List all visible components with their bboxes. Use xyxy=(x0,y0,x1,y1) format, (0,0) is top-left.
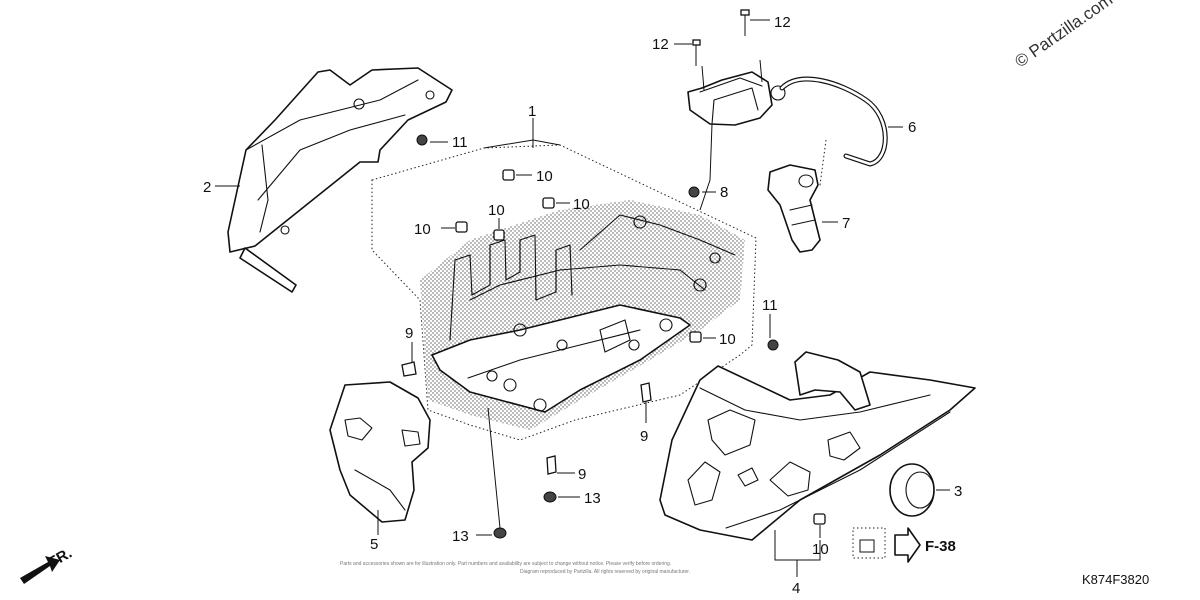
callout-3[interactable]: 3 xyxy=(954,483,962,500)
part-10-clip-d[interactable] xyxy=(542,197,555,209)
callout-11-right[interactable]: 11 xyxy=(762,297,778,314)
callout-12-left[interactable]: 12 xyxy=(652,36,669,53)
part-1-under-tray[interactable] xyxy=(371,144,757,441)
callout-2[interactable]: 2 xyxy=(203,179,211,196)
part-10-clip-c[interactable] xyxy=(493,229,505,241)
page-ref-label[interactable]: F-38 xyxy=(925,538,956,555)
part-5-lower-panel[interactable] xyxy=(329,381,431,523)
front-direction-label: FR. xyxy=(46,545,75,572)
part-3-grommet[interactable] xyxy=(889,463,935,517)
diagram-code: K874F3820 xyxy=(1082,572,1149,587)
part-11-bolt-right[interactable] xyxy=(767,339,779,351)
part-12-bolt-right[interactable] xyxy=(740,9,750,36)
callout-8[interactable]: 8 xyxy=(720,184,728,201)
callout-10-b[interactable]: 10 xyxy=(414,221,431,238)
part-8-bolt[interactable] xyxy=(688,186,700,198)
part-4-under-cowl[interactable] xyxy=(659,351,976,541)
callout-6[interactable]: 6 xyxy=(908,119,916,136)
watermark-text: © Partzilla.com xyxy=(1011,0,1116,71)
callout-13-b[interactable]: 13 xyxy=(452,528,469,545)
part-11-bolt-upper[interactable] xyxy=(416,134,428,146)
page-ref-box[interactable] xyxy=(852,527,921,563)
part-10-clip-f[interactable] xyxy=(813,513,826,525)
callout-4[interactable]: 4 xyxy=(792,580,800,597)
callout-10-c[interactable]: 10 xyxy=(488,202,505,219)
front-direction-arrow-icon xyxy=(20,556,60,584)
part-10-clip-b[interactable] xyxy=(455,221,468,233)
part-10-clip-a[interactable] xyxy=(502,169,515,181)
part-9-screw-low[interactable] xyxy=(546,455,557,475)
part-12-bolt-left[interactable] xyxy=(692,39,701,66)
part-10-clip-e[interactable] xyxy=(689,331,702,343)
part-9-screw-left[interactable] xyxy=(401,342,417,377)
part-13-nut-a[interactable] xyxy=(543,491,557,503)
callout-5[interactable]: 5 xyxy=(370,536,378,553)
callout-9-left[interactable]: 9 xyxy=(405,325,413,342)
ignition-coil[interactable] xyxy=(687,71,786,126)
callout-10-a[interactable]: 10 xyxy=(536,168,553,185)
fine-print-line-2: Diagram reproduced by Partzilla. All rig… xyxy=(520,569,690,575)
callout-9-low[interactable]: 9 xyxy=(578,466,586,483)
callout-9-mid[interactable]: 9 xyxy=(640,428,648,445)
fine-print-line-1: Parts and accessories shown are for illu… xyxy=(340,561,671,567)
part-13-nut-b[interactable] xyxy=(493,527,507,539)
callout-13-a[interactable]: 13 xyxy=(584,490,601,507)
part-9-screw-mid[interactable] xyxy=(640,382,652,423)
callout-1[interactable]: 1 xyxy=(528,103,536,120)
callout-11-upper[interactable]: 11 xyxy=(452,134,468,151)
part-2-side-cover[interactable] xyxy=(227,67,453,293)
callout-10-f[interactable]: 10 xyxy=(812,541,829,558)
callout-10-e[interactable]: 10 xyxy=(719,331,736,348)
callout-7[interactable]: 7 xyxy=(842,215,850,232)
callout-10-d[interactable]: 10 xyxy=(573,196,590,213)
part-7-plug-cap[interactable] xyxy=(767,164,821,253)
part-6-ht-cord[interactable] xyxy=(779,76,888,167)
callout-12-right[interactable]: 12 xyxy=(774,14,791,31)
